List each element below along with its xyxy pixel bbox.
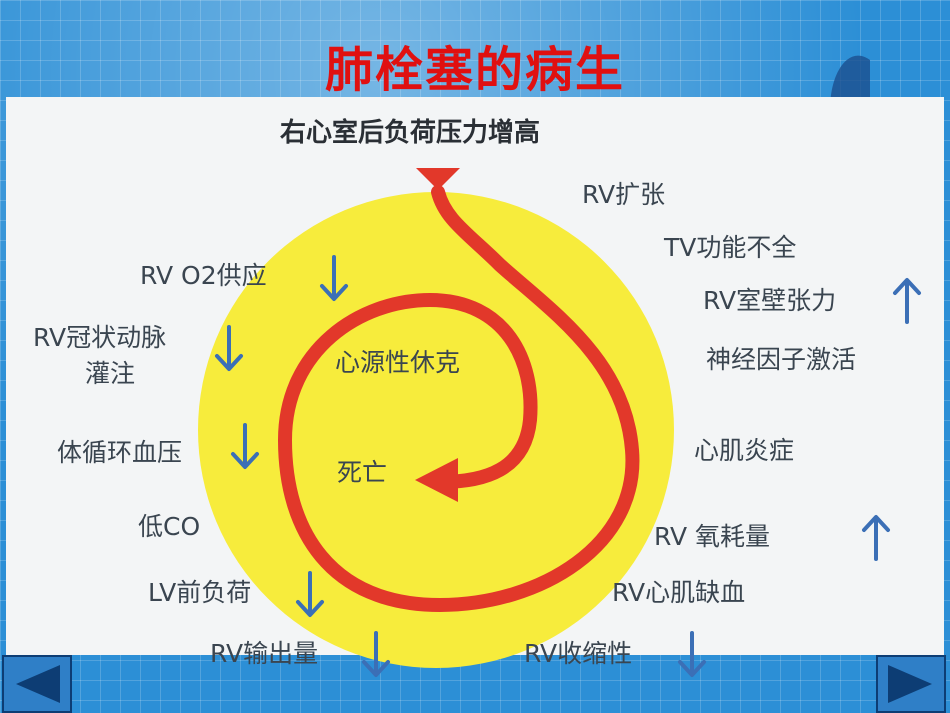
right-label-rv-dilation: RV扩张 [582, 180, 666, 209]
right-label-rv-contractility: RV收缩性 [524, 639, 633, 668]
left-label-low-co: 低CO [138, 512, 201, 541]
arrow-up-icon [862, 515, 890, 561]
left-label-perfusion: 灌注 [85, 359, 136, 388]
slide-title: 肺栓塞的病生 [324, 42, 625, 98]
arrow-down-icon [231, 423, 259, 469]
prev-slide-button[interactable] [2, 655, 72, 713]
right-label-inflammation: 心肌炎症 [694, 436, 795, 465]
left-label-rv-coronary: RV冠状动脉 [33, 323, 167, 352]
arrow-down-icon [362, 631, 390, 677]
decorative-arc-icon [830, 55, 870, 110]
right-label-neurohormonal: 神经因子激活 [706, 345, 857, 374]
arrow-down-icon [215, 325, 243, 371]
center-label: 心源性休克 [335, 348, 461, 377]
arrow-down-icon [678, 631, 706, 677]
right-label-tv-dysfunction: TV功能不全 [664, 233, 797, 262]
arrow-down-icon [296, 571, 324, 617]
left-label-rv-o2: RV O2供应 [140, 261, 267, 290]
right-label-rv-o2-demand: RV 氧耗量 [654, 522, 771, 551]
left-label-systemic-bp: 体循环血压 [57, 438, 183, 467]
right-label-rv-wall-tension: RV室壁张力 [703, 286, 837, 315]
arrow-down-icon [320, 255, 348, 301]
spiral-path [277, 185, 640, 613]
right-label-rv-ischemia: RV心肌缺血 [612, 578, 746, 607]
next-slide-button[interactable] [876, 655, 946, 713]
triangle-left-icon [16, 665, 60, 703]
yellow-circle [198, 192, 674, 668]
top-pointer-icon [416, 168, 460, 190]
top-label: 右心室后负荷压力增高 [280, 118, 541, 148]
triangle-right-icon [888, 665, 932, 703]
spiral-arrowhead-icon [415, 458, 458, 502]
left-label-rv-output: RV输出量 [210, 639, 319, 668]
left-label-lv-preload: LV前负荷 [148, 578, 252, 607]
arrow-up-icon [893, 278, 921, 324]
end-label: 死亡 [337, 458, 388, 487]
